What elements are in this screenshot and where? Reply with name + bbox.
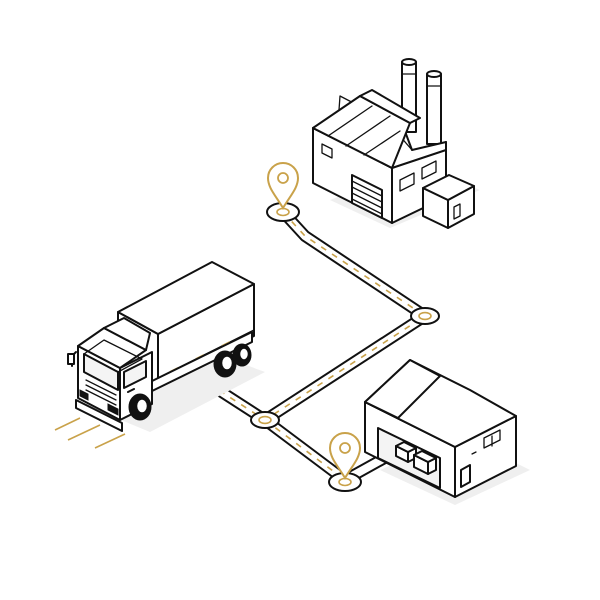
factory-annex (422, 174, 475, 229)
factory-loading-door (351, 174, 383, 219)
warehouse-location-marker (328, 432, 362, 492)
location-pin-icon (328, 432, 362, 480)
route-waypoint-east (410, 307, 440, 325)
location-pin-icon (266, 162, 300, 210)
factory-icon (312, 58, 480, 229)
truck-wheel-front (128, 393, 152, 421)
warehouse-icon (364, 359, 530, 505)
warehouse-loading-bay (377, 427, 441, 489)
factory-chimney-right (426, 70, 442, 145)
truck-wheel-rear-2 (232, 343, 252, 367)
factory-location-marker (266, 162, 300, 222)
truck-icon (54, 261, 265, 449)
truck-wheel-rear (213, 350, 237, 378)
route-road-center-line (199, 211, 426, 421)
route-road-branch-center-line (264, 419, 346, 481)
route-waypoint-junction (250, 411, 280, 429)
truck-motion-lines (54, 417, 126, 449)
